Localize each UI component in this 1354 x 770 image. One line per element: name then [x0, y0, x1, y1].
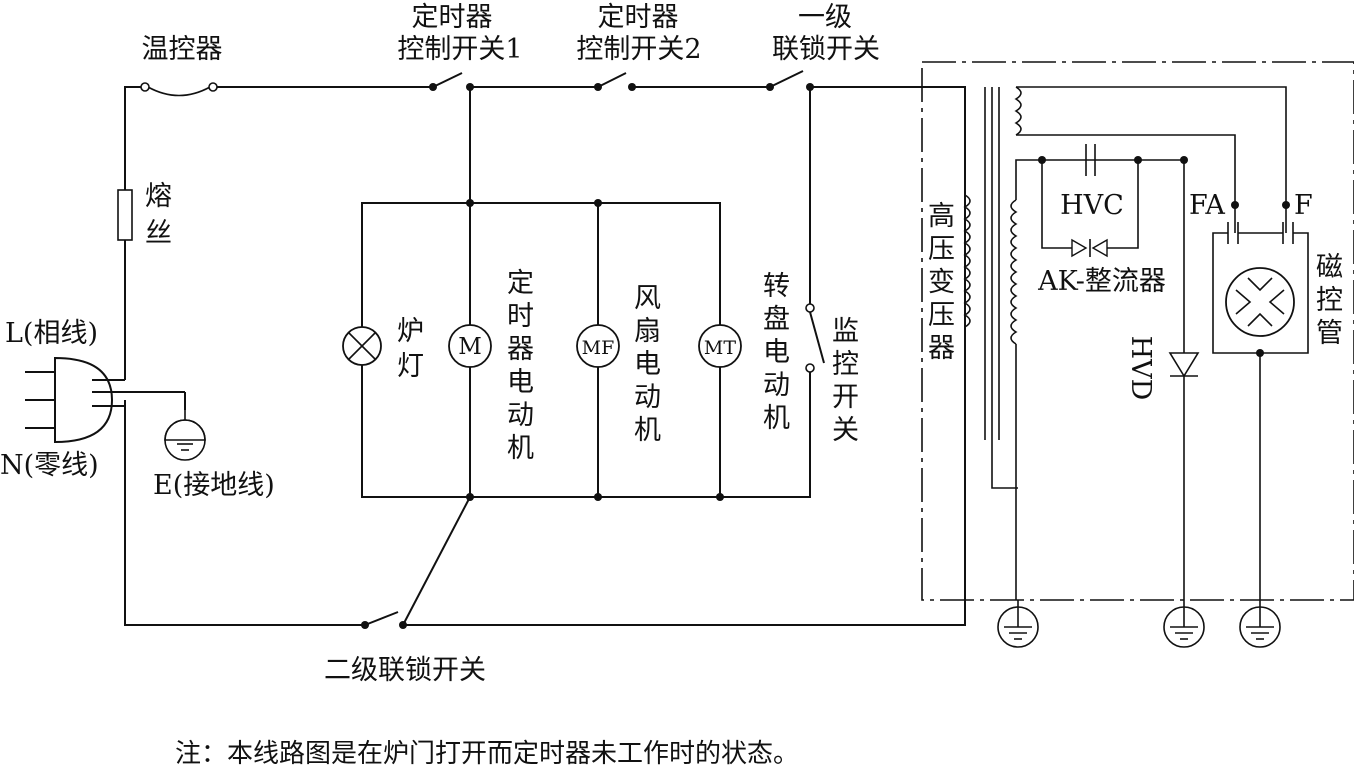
- magnetron-label-char: 管: [1316, 318, 1343, 349]
- motor-mf-label: MF: [582, 337, 615, 359]
- turntable-motor-symbol: MT: [698, 324, 742, 368]
- timer-motor-symbol: M: [448, 324, 492, 368]
- timer-motor-label-char: 器: [507, 334, 534, 365]
- lamp-label-a: 炉: [397, 316, 424, 347]
- interlock2-label: 二级联锁开关: [324, 655, 486, 686]
- timer-switch1-label-a: 定时器: [412, 2, 493, 33]
- hvc-label: HVC: [1060, 190, 1124, 221]
- timer-motor-label-char: 电: [507, 367, 534, 398]
- hv-secondary-coil: [1010, 159, 1184, 600]
- magnetron-symbol: [1212, 201, 1309, 600]
- timer-motor-label: 定 时 器 电 动 机: [507, 268, 534, 464]
- interlock1-symbol: [766, 70, 814, 91]
- turntable-motor-label-char: 转: [763, 271, 790, 302]
- timer-motor-label-char: 时: [507, 301, 534, 332]
- earth-symbol-left: [164, 392, 206, 461]
- hv-frame: [921, 61, 1354, 601]
- timer-switch1-label-b: 控制开关1: [397, 34, 522, 65]
- monitor-switch-label-char: 监: [832, 316, 859, 347]
- timer-motor-label-char: 定: [507, 268, 534, 299]
- lamp-label-b: 灯: [397, 351, 424, 382]
- plug-symbol: [25, 356, 186, 444]
- interlock1-label-a: 一级: [798, 2, 852, 33]
- diagram-note: 注：本线路图是在炉门打开而定时器未工作时的状态。: [175, 739, 799, 769]
- hvd-label: HVD: [1125, 336, 1156, 401]
- hv-transformer-label-char: 器: [928, 333, 955, 364]
- earth-label: E(接地线): [153, 470, 275, 501]
- magnetron-label-char: 控: [1316, 285, 1343, 316]
- monitor-switch-symbol: [805, 303, 825, 373]
- hv-transformer-label-char: 压: [928, 234, 955, 265]
- fan-motor-label-char: 机: [634, 415, 661, 446]
- transformer-primary: [963, 194, 971, 328]
- turntable-motor-label-char: 盘: [763, 304, 790, 335]
- hv-transformer-label-char: 压: [928, 300, 955, 331]
- f-label: F: [1294, 190, 1313, 221]
- fan-motor-symbol: MF: [576, 324, 620, 368]
- fan-motor-label-char: 扇: [634, 316, 661, 347]
- monitor-switch-label: 监 控 开 关: [832, 316, 859, 446]
- motor-mt-label: MT: [704, 337, 736, 359]
- monitor-switch-label-char: 控: [832, 349, 859, 380]
- timer-switch2-label-a: 定时器: [598, 2, 679, 33]
- turntable-motor-label-char: 电: [763, 337, 790, 368]
- turntable-motor-label-char: 动: [763, 370, 790, 401]
- timer-motor-label-char: 动: [507, 400, 534, 431]
- hv-transformer-label: 高 压 变 压 器: [928, 201, 955, 364]
- junctions: [466, 199, 724, 501]
- fan-motor-label-char: 动: [634, 382, 661, 413]
- timer-switch1-symbol: [429, 72, 474, 91]
- neutral-label: N(零线): [0, 450, 99, 481]
- earth-icon: [1163, 600, 1205, 648]
- motor-m-label: M: [458, 334, 482, 360]
- fuse-symbol: [117, 189, 133, 241]
- live-label: L(相线): [5, 318, 98, 349]
- earth-symbols-right: [997, 600, 1281, 648]
- filament-coil: [1014, 86, 1287, 205]
- hvc-capacitor: [1038, 144, 1188, 249]
- ak-rectifier-symbol: [1071, 238, 1108, 258]
- transformer-core: [984, 87, 1018, 489]
- magnetron-label: 磁 控 管: [1316, 252, 1343, 349]
- rectifier-label: AK-整流器: [1037, 266, 1166, 297]
- thermostat-symbol: [140, 82, 218, 97]
- fan-motor-label: 风 扇 电 动 机: [634, 283, 661, 446]
- earth-icon: [1239, 600, 1281, 648]
- monitor-switch-label-char: 开: [832, 382, 859, 413]
- magnetron-label-char: 磁: [1316, 252, 1343, 283]
- turntable-motor-label: 转 盘 电 动 机: [763, 271, 790, 434]
- earth-icon: [997, 600, 1039, 648]
- fuse-label-b: 丝: [145, 218, 172, 249]
- timer-motor-label-char: 机: [507, 433, 534, 464]
- lamp-symbol: [342, 326, 382, 366]
- fan-motor-label-char: 电: [634, 349, 661, 380]
- hv-transformer-label-char: 变: [928, 267, 955, 298]
- hvd-diode-symbol: [1168, 160, 1200, 600]
- turntable-motor-label-char: 机: [763, 403, 790, 434]
- fan-motor-label-char: 风: [634, 283, 661, 314]
- interlock2-symbol: [361, 611, 407, 629]
- timer-switch2-symbol: [594, 72, 636, 91]
- interlock1-label-b: 联锁开关: [772, 34, 880, 65]
- monitor-switch-label-char: 关: [832, 415, 859, 446]
- fa-label: FA: [1189, 190, 1225, 221]
- thermostat-label: 温控器: [142, 34, 223, 65]
- hv-transformer-label-char: 高: [928, 201, 955, 232]
- fuse-label-a: 熔: [145, 181, 172, 212]
- timer-switch2-label-b: 控制开关2: [576, 34, 701, 65]
